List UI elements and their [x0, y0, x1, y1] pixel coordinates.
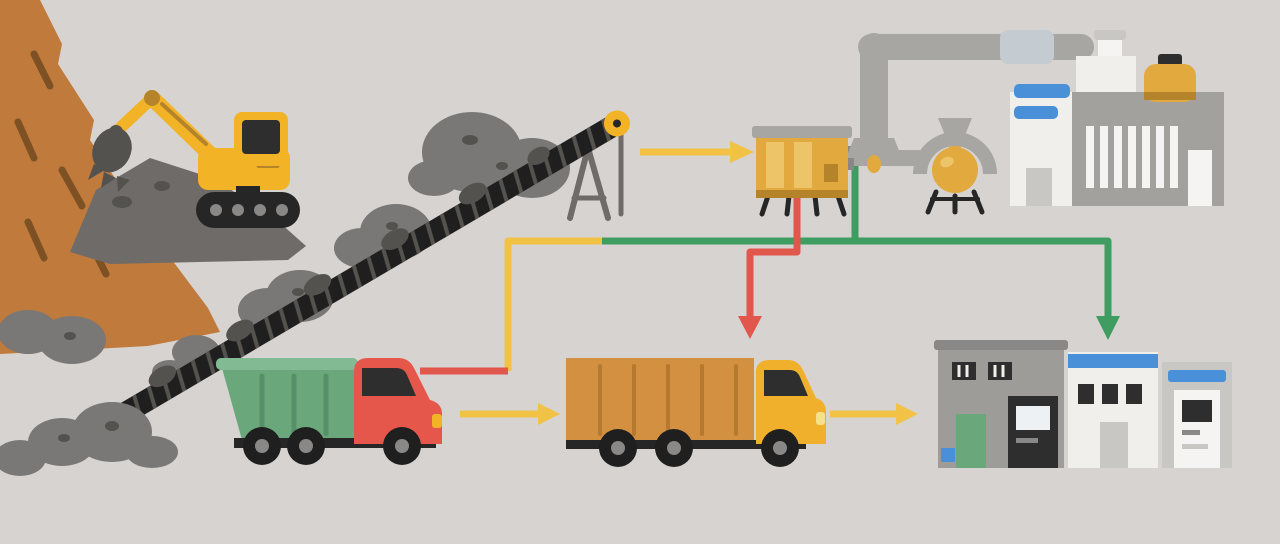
crusher-hopper: [752, 126, 852, 217]
store-right: [1162, 362, 1232, 468]
dump-wheels: [243, 427, 421, 465]
boom-joint: [144, 90, 160, 106]
box-truck-wheels: [599, 429, 799, 467]
arrowhead-yellow-right-2: [538, 403, 560, 425]
rubble-mound: [70, 158, 306, 264]
arrowhead-red-down: [738, 316, 762, 339]
hopper-panel: [794, 142, 812, 188]
store-right-sign: [1168, 370, 1226, 382]
atm-kiosk: [1008, 396, 1058, 468]
excavator-arm: [110, 92, 158, 138]
store-left: [934, 340, 1068, 468]
down-duct: [860, 44, 888, 140]
atm-slot: [1016, 438, 1038, 443]
box-truck-headlight: [816, 412, 825, 425]
yellow-elbow-line: [504, 237, 602, 371]
duct-coupling: [1000, 30, 1054, 64]
dump-bed-ribs: [259, 373, 329, 437]
duct-drip: [867, 155, 881, 173]
store-middle-windows: [1078, 384, 1142, 404]
processing-plant: [1010, 30, 1224, 206]
excavator-claw-bucket: [88, 127, 132, 192]
atm-screen: [1016, 406, 1050, 430]
furnace-dome: [913, 132, 997, 174]
dump-truck: [216, 358, 442, 465]
blue-window-bar: [1014, 106, 1058, 119]
cargo-panel-lines: [598, 364, 738, 436]
pot-highlight: [940, 156, 954, 168]
conveyor-support: [567, 129, 624, 221]
green-main-line: [602, 237, 1112, 316]
vending-kiosk: [1174, 390, 1220, 468]
arrowhead-yellow-right-3: [896, 403, 918, 425]
dump-bed-rim: [216, 358, 358, 370]
dump-headlight: [432, 414, 442, 428]
track-mount: [236, 186, 260, 194]
vending-screen: [1182, 400, 1212, 422]
overhead-duct: [858, 34, 1094, 60]
furnace: [913, 132, 997, 215]
blue-window-bar: [1014, 84, 1070, 98]
arrowhead-green-down: [1096, 316, 1120, 340]
dump-cab-window: [362, 368, 416, 396]
vent-slats: [1086, 126, 1178, 188]
hydraulic-cylinder: [160, 102, 208, 146]
box-truck: [566, 358, 826, 467]
hopper-panel: [766, 142, 784, 188]
box-truck-window: [764, 370, 808, 396]
hopper-rim: [752, 126, 852, 138]
hopper-hatch: [824, 164, 838, 182]
track-wheels: [210, 204, 288, 216]
rock-pile-front: [0, 402, 178, 476]
arrowhead-yellow-right: [730, 141, 754, 163]
store-middle-sign: [1068, 354, 1158, 368]
tank-band: [1144, 92, 1196, 100]
store-left-door: [956, 414, 986, 468]
dump-chassis: [234, 438, 436, 448]
hopper-legs: [759, 193, 847, 217]
duct-pipes: [846, 30, 1094, 173]
conveyor-material: [148, 146, 550, 388]
store-middle: [1068, 352, 1158, 468]
red-elbow-line: [746, 196, 801, 316]
vending-slot: [1182, 444, 1208, 449]
vending-buttons: [1182, 430, 1200, 435]
excavator-tracks: [196, 192, 300, 228]
excavator: [88, 90, 300, 228]
pulley-axle: [612, 119, 621, 128]
duct-bell: [846, 138, 902, 158]
plant-door-right: [1188, 150, 1212, 206]
retail-stores: [934, 340, 1232, 468]
dump-bed: [222, 368, 354, 440]
cargo-box: [566, 358, 754, 442]
cab-window: [242, 120, 280, 154]
furnace-stand: [925, 189, 985, 215]
chimney-cap: [1094, 30, 1126, 40]
tank-cap: [1158, 54, 1182, 66]
store-left-windows: [952, 362, 1012, 380]
store-left-sign: [941, 448, 955, 462]
crucible-pot: [932, 147, 978, 193]
store-middle-door: [1100, 422, 1128, 468]
store-left-parapet: [934, 340, 1068, 350]
flow-arrows: [420, 141, 1120, 425]
hopper-base: [756, 190, 848, 198]
plant-door-left: [1026, 168, 1052, 206]
